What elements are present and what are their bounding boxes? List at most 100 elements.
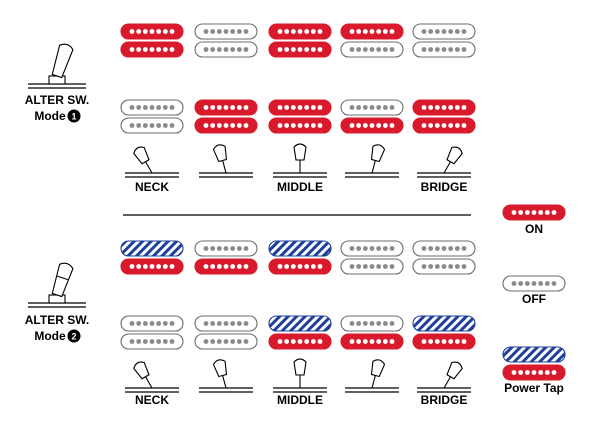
mode1-row1-pickup-4-top-coil [340,23,404,40]
mode1-selector-position-5-icon [417,146,471,178]
mode1-row1-pickup-2 [194,23,258,58]
mode2-pickup-grid: NECK MIDDLE BRIDGE [120,240,476,407]
mode2-selector-position-3-icon [273,358,327,393]
mode1-row1-pickup-2-top-coil [194,23,258,40]
mode1-row2-pickup-4 [340,99,404,134]
mode2-badge: 2 [67,329,81,343]
mode2-row1-pickup-2-top-coil [194,240,258,257]
mode1-row2-pickup-5-bottom-coil [412,117,476,134]
legend-off-coil [502,275,566,292]
mode2-row2-pickup-1 [120,315,184,350]
mode1-row2-pickup-3 [268,99,332,134]
mode2-row1-pickup-1 [120,240,184,275]
mode2-row1-pickup-2-bottom-coil [194,258,258,275]
mode2-selector-position-2-icon [199,359,253,393]
mode2-row2-pickup-3-top-coil [268,315,332,332]
mode2-selector-position-1-icon [125,361,179,393]
mode1-row2-pickup-2-bottom-coil [194,117,258,134]
mode2-selector-position-5-icon [417,361,471,393]
mode1-selector-position-4-icon [345,144,399,178]
mode2-row1-pickup-1-top-coil [120,240,184,257]
mode2-row1-pickup-5-bottom-coil [412,258,476,275]
mode1-row1-pickup-5-bottom-coil [412,41,476,58]
mode1-selector-position-1-icon [125,146,179,178]
mode2-row2-pickup-4-top-coil [340,315,404,332]
legend-item-off [502,275,566,292]
mode1-row1-pickup-3-bottom-coil [268,41,332,58]
svg-text:2: 2 [71,332,76,342]
legend-label-power-tap: Power Tap [504,381,564,395]
mode2-row1-pickup-1-bottom-coil [120,258,184,275]
legend: ON OFF Power Tap [502,204,566,395]
mode2-selector-position-4-icon [345,359,399,393]
mode1-position-label-5: BRIDGE [421,180,468,194]
legend-item-on [502,204,566,221]
mode2-row2-pickup-5 [412,315,476,350]
legend-on-coil [502,204,566,221]
svg-text:1: 1 [71,112,76,122]
mode2-row1-pickup-2 [194,240,258,275]
mode2-label-line1: ALTER SW. [25,313,89,327]
legend-item-power-tap [502,346,566,381]
mode2-row1-pickup-3 [268,240,332,275]
legend-power-tap-humbucker [502,346,566,381]
mode2-row2-pickup-1-top-coil [120,315,184,332]
mode1-row2-pickup-1 [120,99,184,134]
toggle-switch-icon [28,262,86,308]
mode1-row2-pickup-5-top-coil [412,99,476,116]
mode1-row2-pickup-1-bottom-coil [120,117,184,134]
mode2-row1-pickup-3-bottom-coil [268,258,332,275]
mode2-row2-pickup-5-top-coil [412,315,476,332]
mode2-label-line2: Mode [34,329,66,343]
mode1-position-label-1: NECK [135,180,169,194]
mode2-row2-pickup-4 [340,315,404,350]
mode1-row2-pickup-4-bottom-coil [340,117,404,134]
mode1-row1-pickup-1 [120,23,184,58]
mode1-row1-pickup-1-bottom-coil [120,41,184,58]
legend-label-off: OFF [522,292,546,306]
legend-power-tap-humbucker-top-coil [502,346,566,363]
mode2-row1-pickup-4-top-coil [340,240,404,257]
mode1-row2-pickup-2-top-coil [194,99,258,116]
mode1-row1-pickup-4-bottom-coil [340,41,404,58]
mode2-position-label-5: BRIDGE [421,393,468,407]
mode1-row2-pickup-5 [412,99,476,134]
mode2-row2-pickup-3-bottom-coil [268,333,332,350]
mode2-row2-pickup-1-bottom-coil [120,333,184,350]
mode2-position-label-1: NECK [135,393,169,407]
mode1-row2-pickup-3-bottom-coil [268,117,332,134]
mode1-row1-pickup-3 [268,23,332,58]
mode1-alter-switch-icon [28,43,86,89]
mode1-label-group: ALTER SW. Mode 1 [25,43,89,123]
mode2-row2-pickup-3 [268,315,332,350]
mode1-row2-pickup-4-top-coil [340,99,404,116]
mode1-selector-position-3-icon [273,143,327,178]
mode2-label-group: ALTER SW. Mode 2 [25,262,89,343]
mode1-label-line1: ALTER SW. [25,93,89,107]
mode1-badge: 1 [67,109,81,123]
mode1-pickup-grid: NECK MIDDLE BRIDGE [120,23,476,194]
mode1-row1-pickup-5-top-coil [412,23,476,40]
mode1-row1-pickup-4 [340,23,404,58]
mode2-row1-pickup-4 [340,240,404,275]
mode2-row2-pickup-4-bottom-coil [340,333,404,350]
mode2-row2-pickup-5-bottom-coil [412,333,476,350]
toggle-switch-icon [28,43,86,89]
mode1-row2-pickup-3-top-coil [268,99,332,116]
mode2-row2-pickup-2-bottom-coil [194,333,258,350]
mode1-row2-pickup-1-top-coil [120,99,184,116]
mode1-row2-pickup-2 [194,99,258,134]
mode1-row1-pickup-3-top-coil [268,23,332,40]
mode2-row2-pickup-2 [194,315,258,350]
legend-label-on: ON [525,222,543,236]
mode2-position-label-3: MIDDLE [277,393,323,407]
mode2-row1-pickup-5 [412,240,476,275]
mode2-row1-pickup-5-top-coil [412,240,476,257]
mode2-alter-switch-icon [28,262,86,308]
mode1-row1-pickup-2-bottom-coil [194,41,258,58]
mode1-position-label-3: MIDDLE [277,180,323,194]
mode1-row1-pickup-1-top-coil [120,23,184,40]
mode1-label-line2: Mode [34,109,66,123]
mode2-row1-pickup-4-bottom-coil [340,258,404,275]
